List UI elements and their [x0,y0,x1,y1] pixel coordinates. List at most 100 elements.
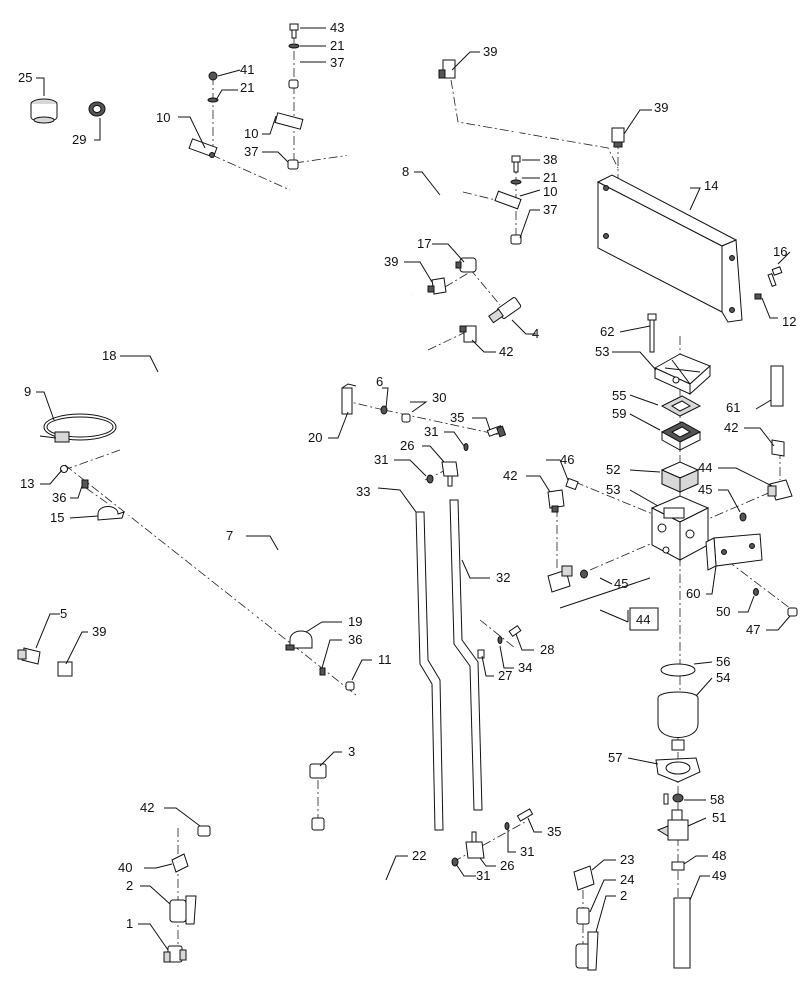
part-59-screen [660,421,702,451]
callout-55: 55 [612,388,626,403]
part-25-cap [30,98,58,124]
callout-15: 15 [50,510,64,525]
callout-21a: 21 [330,38,344,53]
callout-3: 3 [348,744,355,759]
callout-58: 58 [710,792,724,807]
callout-26a: 26 [400,438,414,453]
callout-6: 6 [376,374,383,389]
part-39-elbow-b [611,127,625,148]
part-23-fitting [573,865,595,891]
part-6-30-hardware [380,405,411,423]
callout-59: 59 [612,406,626,421]
part-10-clip-c [494,190,522,210]
callout-8: 8 [402,164,409,179]
part-58-washer [663,793,684,805]
part-62-bolt [647,313,657,353]
callout-21b: 21 [240,80,254,95]
callout-9: 9 [24,384,31,399]
part-60-plate [705,533,763,571]
part-2-clamp-b [575,931,599,971]
part-33-bar [415,511,444,831]
callout-40: 40 [118,860,132,875]
callout-41: 41 [240,62,254,77]
callout-box-44 [629,607,659,631]
part-52-element [660,461,700,493]
callout-39d: 39 [92,624,106,639]
callout-51: 51 [712,810,726,825]
part-24-fitting [576,907,590,925]
part-27-28-34-hardware [477,624,522,659]
callout-61: 61 [726,400,740,415]
callout-33: 33 [356,484,370,499]
callout-48: 48 [712,848,726,863]
callout-37a: 37 [330,55,344,70]
part-10-clip-a [188,138,218,158]
part-51-valve [656,809,689,841]
callout-31c: 31 [520,844,534,859]
part-10-clip-b [274,112,304,130]
callout-2b: 2 [620,888,627,903]
callout-47: 47 [746,622,760,637]
callout-54: 54 [716,670,730,685]
callout-56: 56 [716,654,730,669]
callout-42c: 42 [503,468,517,483]
callout-32: 32 [496,570,510,585]
part-5-fitting [17,647,41,665]
part-2-clamp-a [169,895,197,925]
hose-18 [84,31,441,682]
callout-4: 4 [532,326,539,341]
part-39-elbow-c [427,277,447,295]
part-45-oring-b [580,569,588,579]
callout-50: 50 [716,604,730,619]
callout-30: 30 [432,390,446,405]
callout-39a: 39 [483,44,497,59]
callout-31b: 31 [374,452,388,467]
part-57-ring [655,757,701,783]
part-55-gasket [660,395,702,417]
callout-10b: 10 [244,126,258,141]
callout-labels: 4321374121101037252939393821103781417391… [18,20,796,931]
part-40-fitting [171,853,189,873]
callout-22: 22 [412,848,426,863]
callout-10c: 10 [543,184,557,199]
callout-31a: 31 [424,424,438,439]
callout-21c: 21 [543,170,557,185]
callout-28: 28 [540,642,554,657]
part-35-bolt-a [486,425,507,438]
callout-53b: 53 [606,482,620,497]
callout-17: 17 [417,236,431,251]
part-12-nut [754,293,762,300]
callout-46: 46 [560,452,574,467]
callout-37b: 37 [244,144,258,159]
callout-39b: 39 [654,100,668,115]
part-46-plug [565,477,579,491]
part-44-elbow-b [547,565,573,593]
part-42-elbow-d [197,825,211,837]
callout-26b: 26 [500,858,514,873]
callout-24: 24 [620,872,634,887]
part-44-elbow-a [767,479,793,501]
callout-1: 1 [126,916,133,931]
callout-31d: 31 [476,868,490,883]
part-56-oring [660,663,696,677]
callout-27: 27 [498,668,512,683]
part-61-tube [770,365,784,407]
callout-36b: 36 [348,632,362,647]
part-42-elbow-b [547,489,565,513]
callout-5: 5 [60,606,67,621]
part-3-fitting [309,763,327,831]
part-53-housing [650,495,710,561]
part-19-clip [285,630,313,651]
part-49-tube [673,897,691,969]
callout-35a: 35 [450,410,464,425]
callout-53a: 53 [595,344,609,359]
callout-45b: 45 [614,576,628,591]
callout-42d: 42 [140,800,154,815]
callout-19: 19 [348,614,362,629]
callout-52: 52 [606,462,620,477]
part-26-clip-a [441,461,459,487]
leader-lines [35,27,791,951]
part-53-cover-top [653,353,711,396]
part-42-elbow-c [771,439,785,457]
